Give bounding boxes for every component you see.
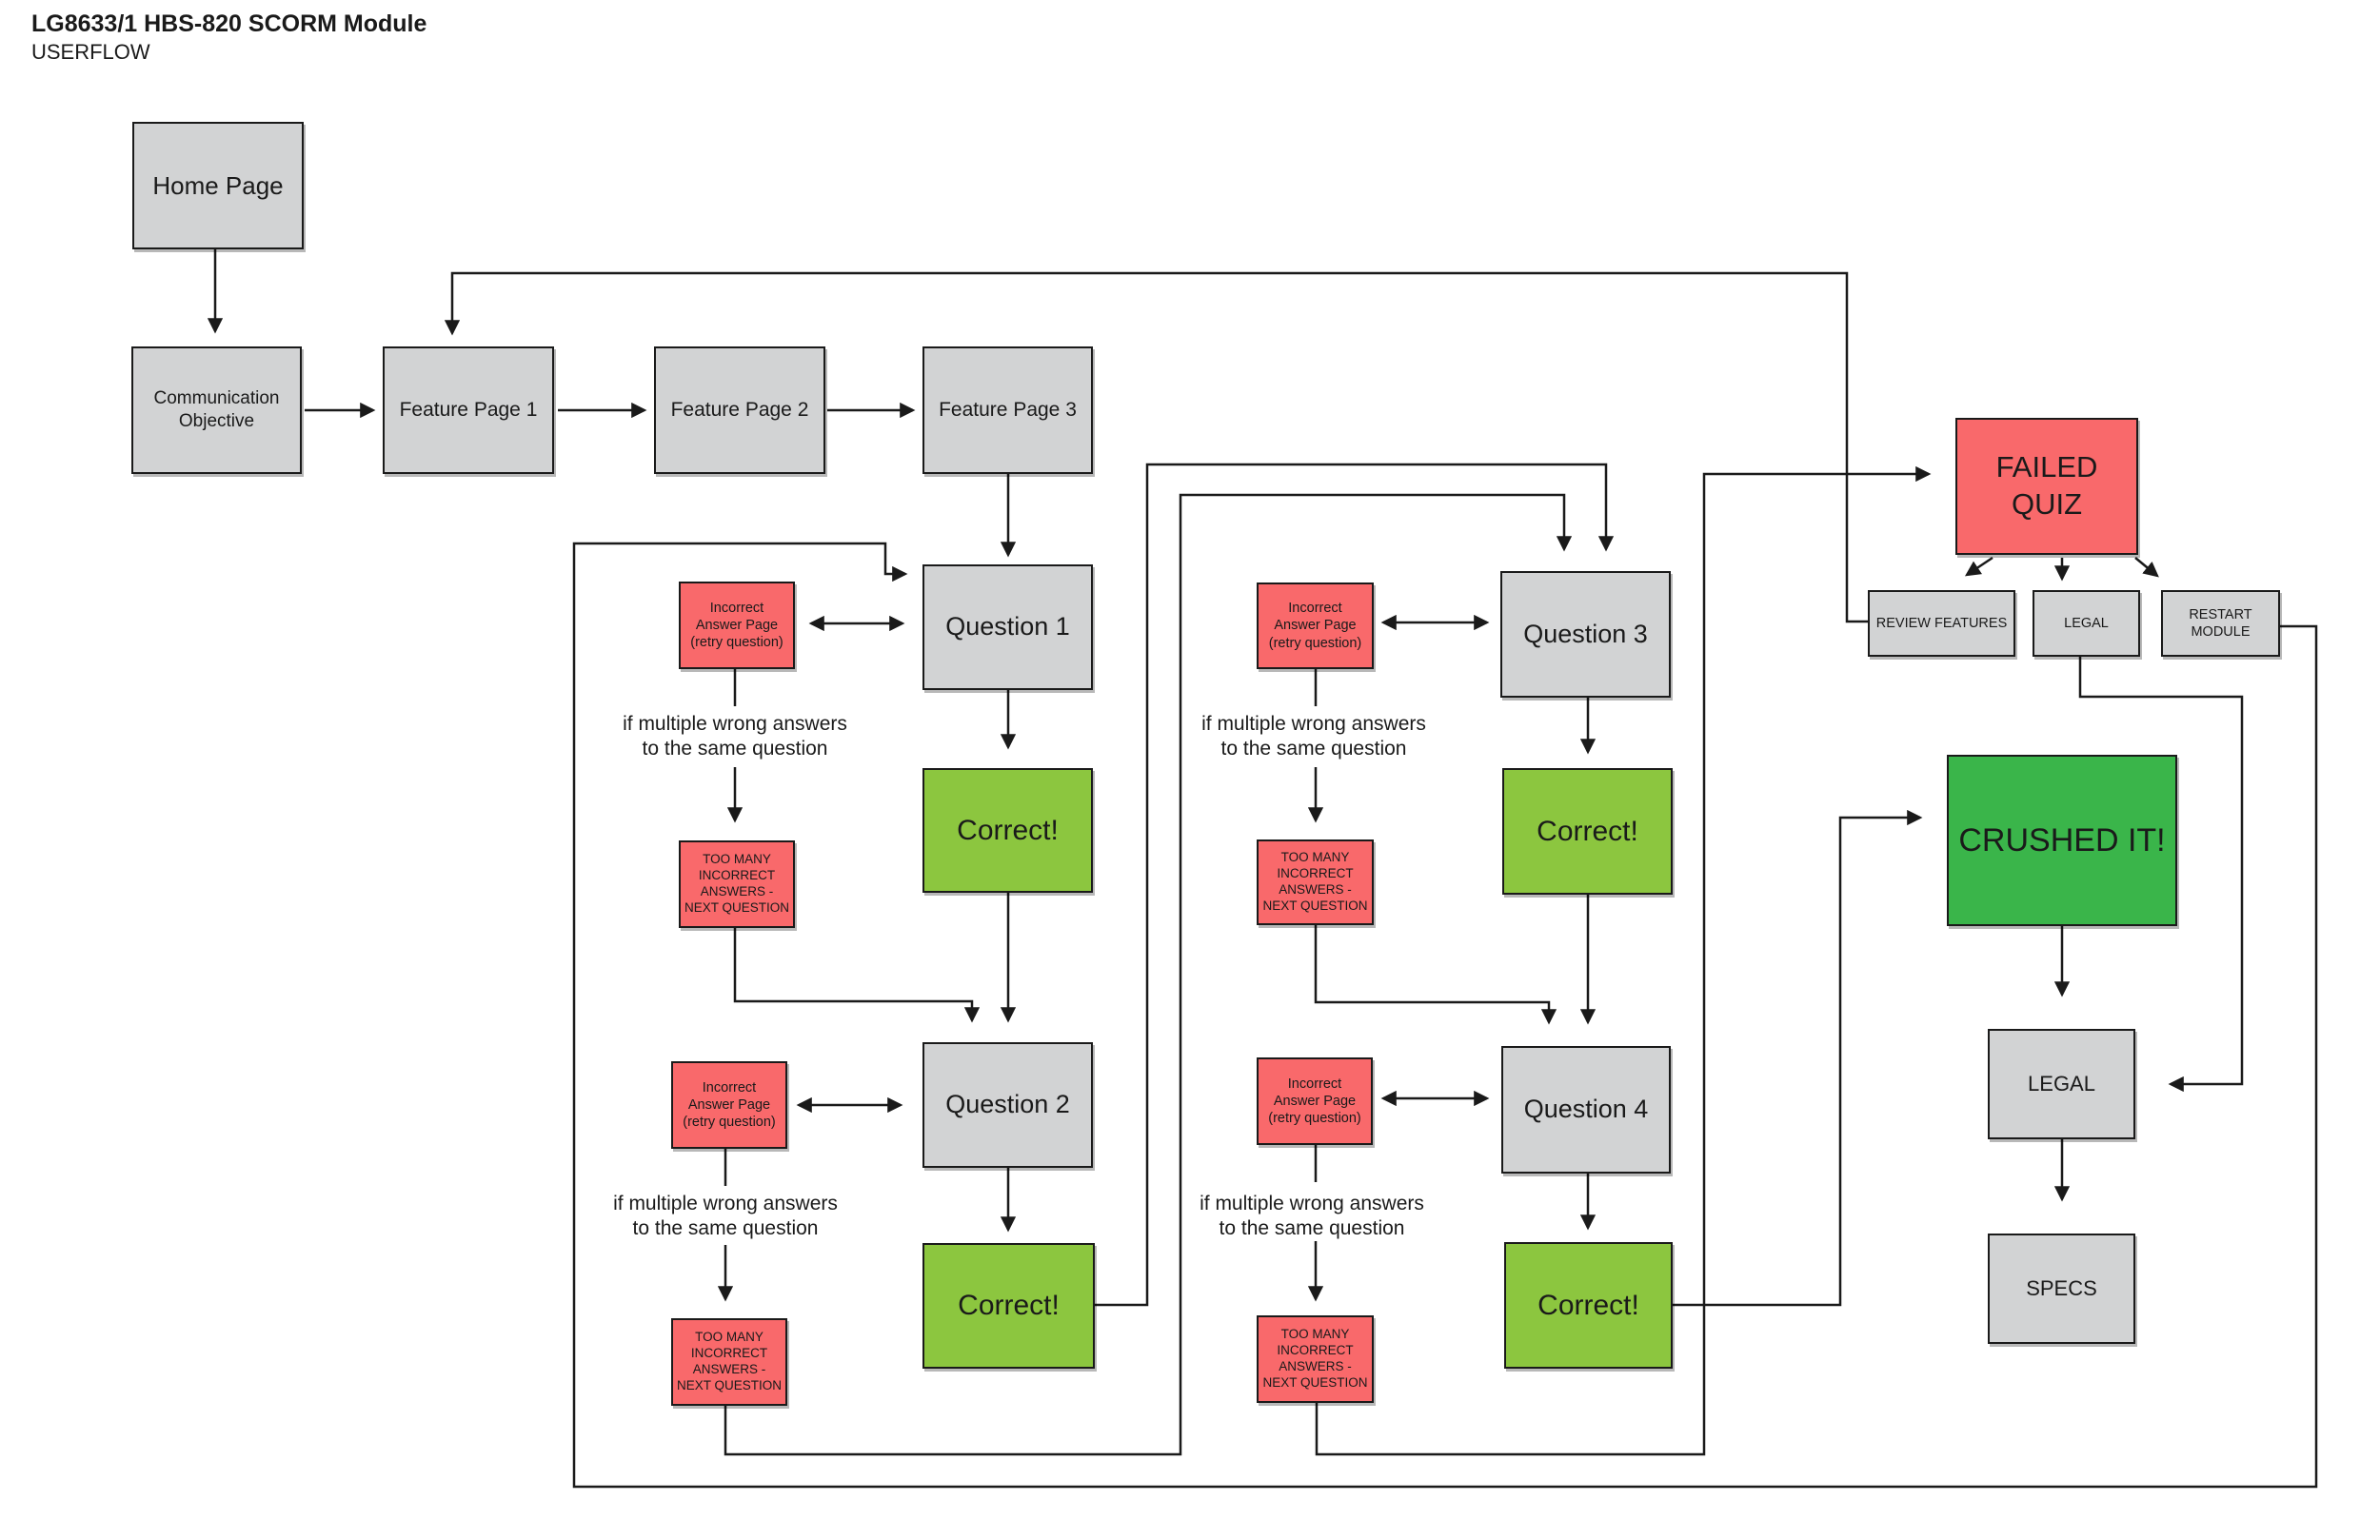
connector-failedquiz-to-reviewfeatures	[1964, 556, 1993, 577]
node-incorrect-answer-page-2: Incorrect Answer Page (retry question)	[671, 1061, 787, 1149]
annotation-multiple-wrong-2: if multiple wrong answers to the same qu…	[613, 1193, 838, 1239]
node-correct-1: Correct!	[922, 768, 1093, 893]
connector-toomany3-to-question4	[1314, 925, 1557, 1025]
node-incorrect-answer-page-1: Incorrect Answer Page (retry question)	[679, 582, 795, 669]
node-question-2: Question 2	[922, 1042, 1093, 1168]
node-legal-option: LEGAL	[2033, 590, 2140, 657]
node-incorrect-answer-page-3: Incorrect Answer Page (retry question)	[1257, 582, 1374, 669]
annotation-multiple-wrong-4: if multiple wrong answers to the same qu…	[1200, 1193, 1424, 1239]
node-communication-objective: Communication Objective	[131, 346, 302, 474]
node-failed-quiz: FAILED QUIZ	[1955, 418, 2138, 555]
connector-correct2-to-question3	[1095, 463, 1615, 1307]
connector-legaloption-to-legal	[2078, 657, 2244, 1093]
annotation-multiple-wrong-1: if multiple wrong answers to the same qu…	[623, 713, 847, 760]
node-question-4: Question 4	[1501, 1046, 1671, 1174]
node-too-many-incorrect-4: TOO MANY INCORRECT ANSWERS - NEXT QUESTI…	[1257, 1315, 1374, 1403]
node-feature-page-3: Feature Page 3	[922, 346, 1093, 474]
connector-reviewfeatures-to-fp1	[444, 271, 1868, 623]
node-review-features: REVIEW FEATURES	[1868, 590, 2015, 657]
connector-toomany1-to-question2	[733, 928, 981, 1023]
node-correct-3: Correct!	[1502, 768, 1673, 895]
node-correct-4: Correct!	[1504, 1242, 1673, 1369]
node-incorrect-answer-page-4: Incorrect Answer Page (retry question)	[1257, 1057, 1373, 1145]
connector-failedquiz-to-restartmodule	[2134, 557, 2159, 578]
diagram-subtitle: USERFLOW	[31, 40, 150, 64]
node-crushed-it: CRUSHED IT!	[1947, 755, 2177, 926]
node-feature-page-2: Feature Page 2	[654, 346, 825, 474]
diagram-title: LG8633/1 HBS-820 SCORM Module	[31, 10, 427, 37]
annotation-multiple-wrong-3: if multiple wrong answers to the same qu…	[1201, 713, 1426, 760]
node-specs: SPECS	[1988, 1234, 2135, 1344]
node-legal: LEGAL	[1988, 1029, 2135, 1139]
node-correct-2: Correct!	[922, 1243, 1095, 1369]
connector-correct4-to-crushedit	[1673, 809, 1923, 1307]
diagram-header: LG8633/1 HBS-820 SCORM Module USERFLOW	[31, 10, 426, 68]
node-question-3: Question 3	[1500, 571, 1671, 698]
node-question-1: Question 1	[922, 564, 1093, 690]
node-restart-module: RESTART MODULE	[2161, 590, 2280, 657]
node-too-many-incorrect-2: TOO MANY INCORRECT ANSWERS - NEXT QUESTI…	[671, 1318, 787, 1406]
connector-toomany2-to-question3	[724, 493, 1573, 1456]
connector-restartmodule-to-question1	[572, 542, 2318, 1489]
node-home-page: Home Page	[132, 122, 304, 249]
connector-toomany4-to-failedquiz	[1315, 465, 1932, 1456]
node-too-many-incorrect-3: TOO MANY INCORRECT ANSWERS - NEXT QUESTI…	[1257, 839, 1374, 925]
node-feature-page-1: Feature Page 1	[383, 346, 554, 474]
node-too-many-incorrect-1: TOO MANY INCORRECT ANSWERS - NEXT QUESTI…	[679, 840, 795, 928]
